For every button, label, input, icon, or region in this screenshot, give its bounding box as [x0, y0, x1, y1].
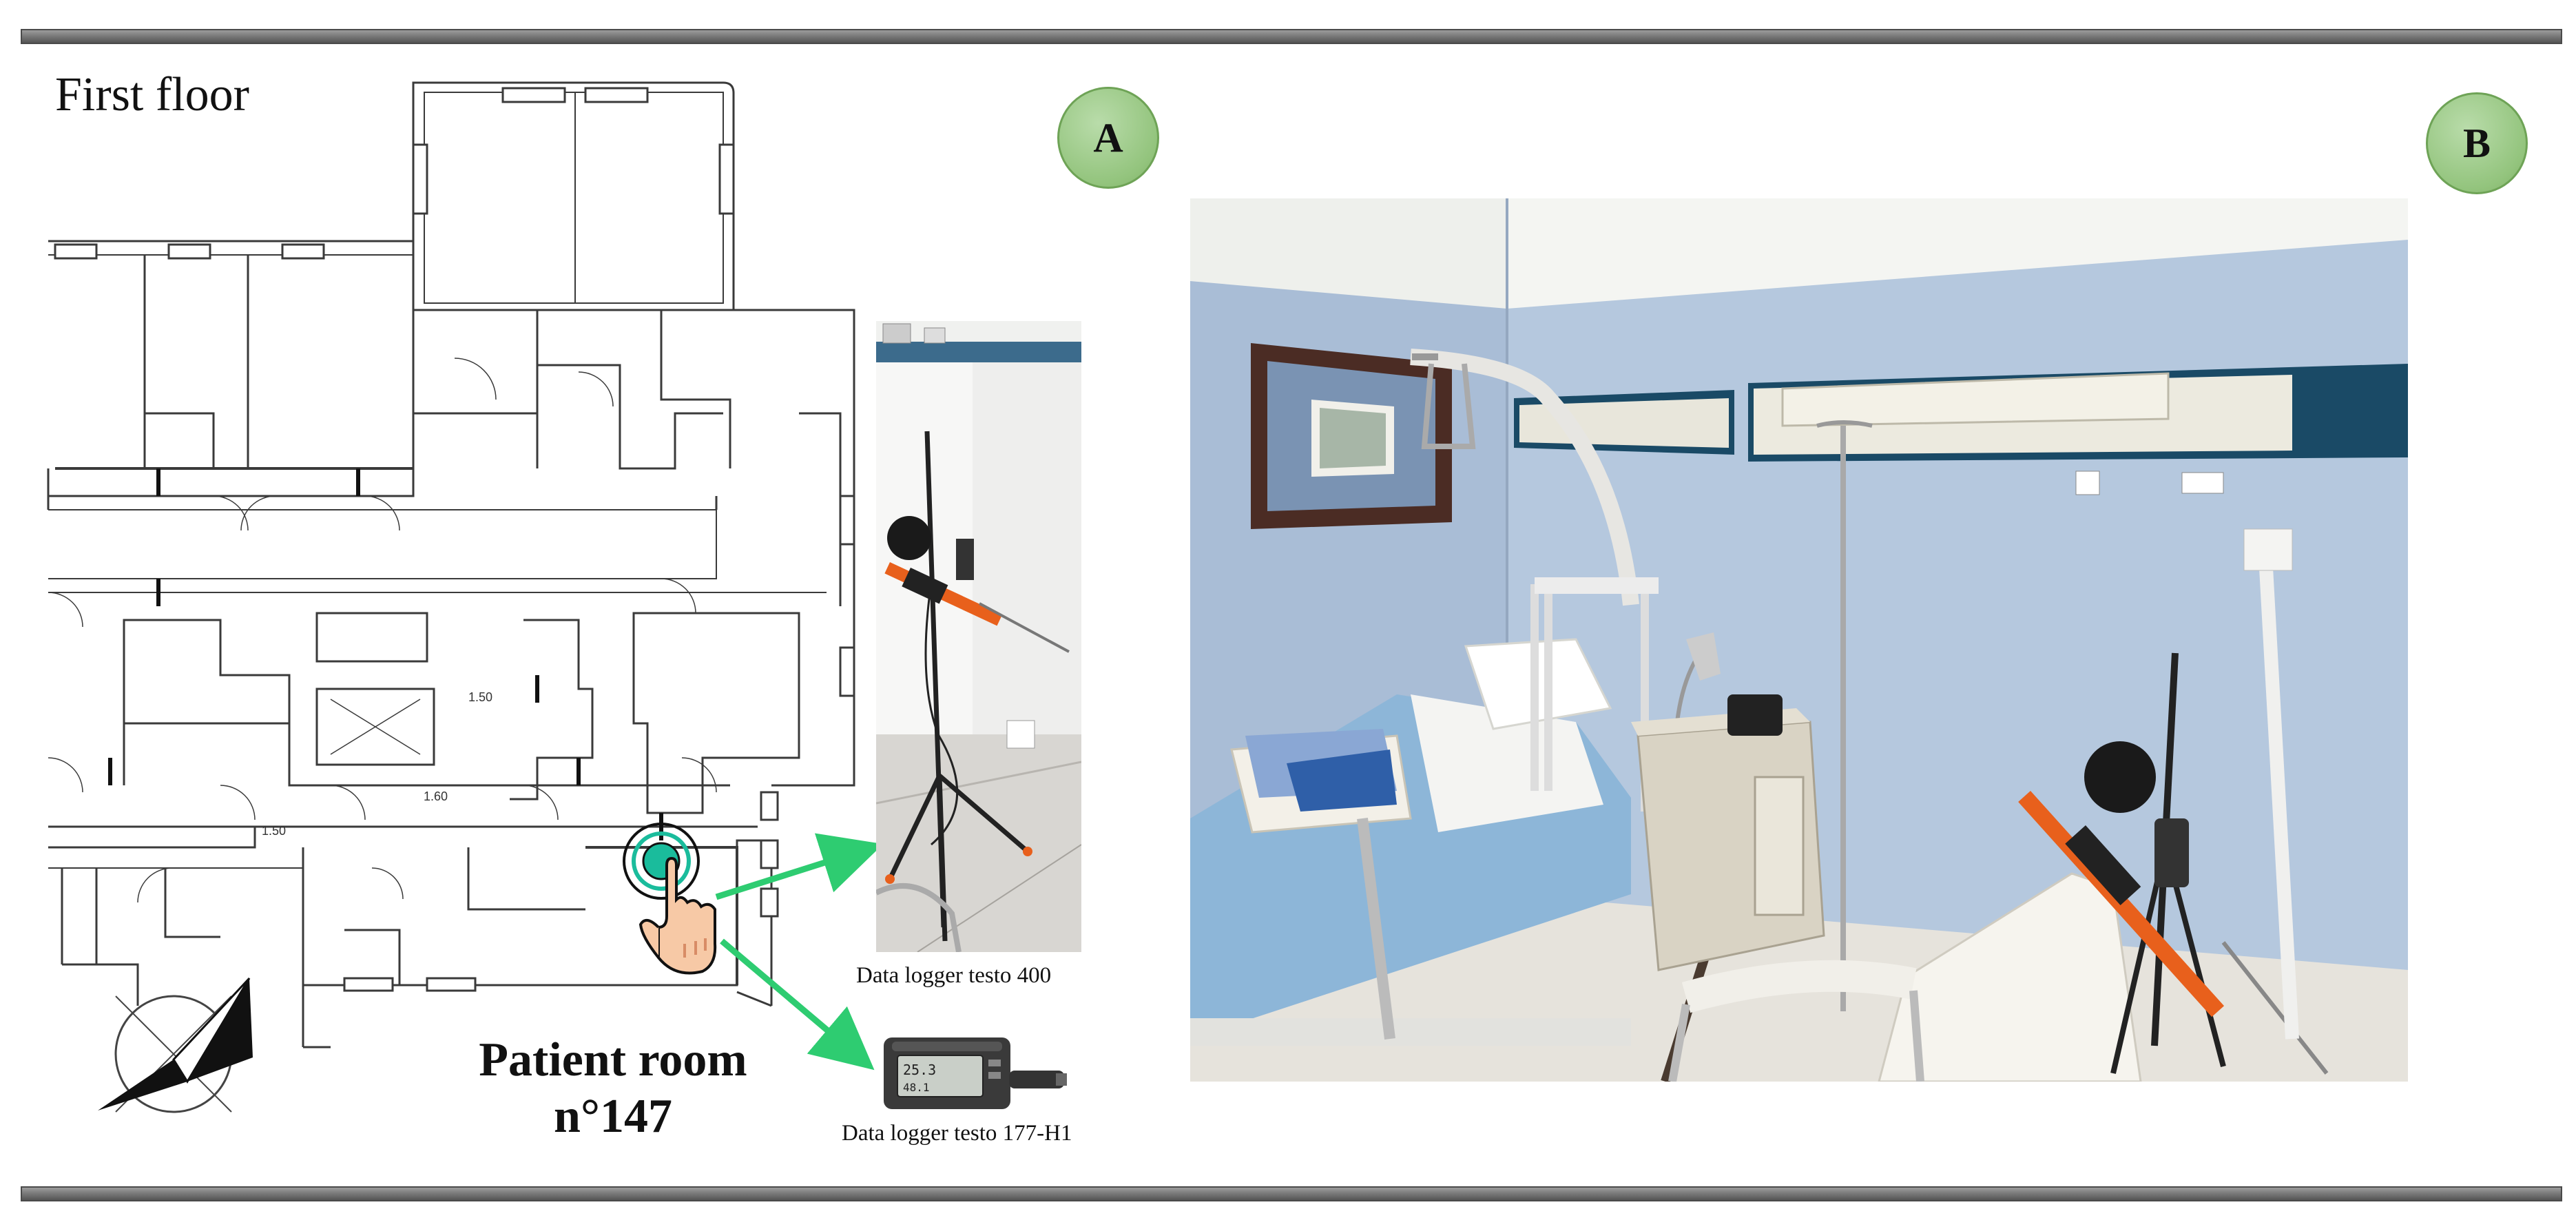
- patient-room-photo: [1190, 198, 2408, 1082]
- arrow-to-logger-400: [715, 833, 884, 900]
- dimension-label: 1.50: [468, 690, 492, 704]
- hand-pointer-icon: [623, 823, 717, 975]
- patient-room-number: n°147: [554, 1090, 672, 1143]
- floor-plan: 1.50 1.60 1.50 N: [47, 81, 855, 1116]
- logger-400-photo: [876, 321, 1081, 952]
- panel-b-badge: B: [2426, 92, 2528, 194]
- panel-a-badge: A: [1057, 87, 1159, 189]
- patient-room-label: Patient room n°147: [475, 1032, 751, 1145]
- patient-room-title: Patient room: [479, 1033, 747, 1086]
- logger-177-photo: 25.3 48.1: [878, 1032, 1070, 1113]
- arrow-to-logger-177: [720, 938, 875, 1071]
- bottom-divider-bar: [21, 1186, 2562, 1201]
- svg-text:25.3: 25.3: [903, 1062, 936, 1078]
- dimension-label: 1.50: [262, 824, 286, 838]
- svg-text:48.1: 48.1: [903, 1081, 930, 1094]
- compass-north-letter: N: [73, 1108, 102, 1116]
- caption-logger-400: Data logger testo 400: [856, 963, 1052, 988]
- top-divider-bar: [21, 29, 2562, 44]
- floor-label: First floor: [55, 68, 249, 121]
- caption-logger-177: Data logger testo 177-H1: [842, 1121, 1072, 1146]
- north-arrow-icon: [98, 977, 253, 1113]
- dimension-label: 1.60: [424, 789, 448, 803]
